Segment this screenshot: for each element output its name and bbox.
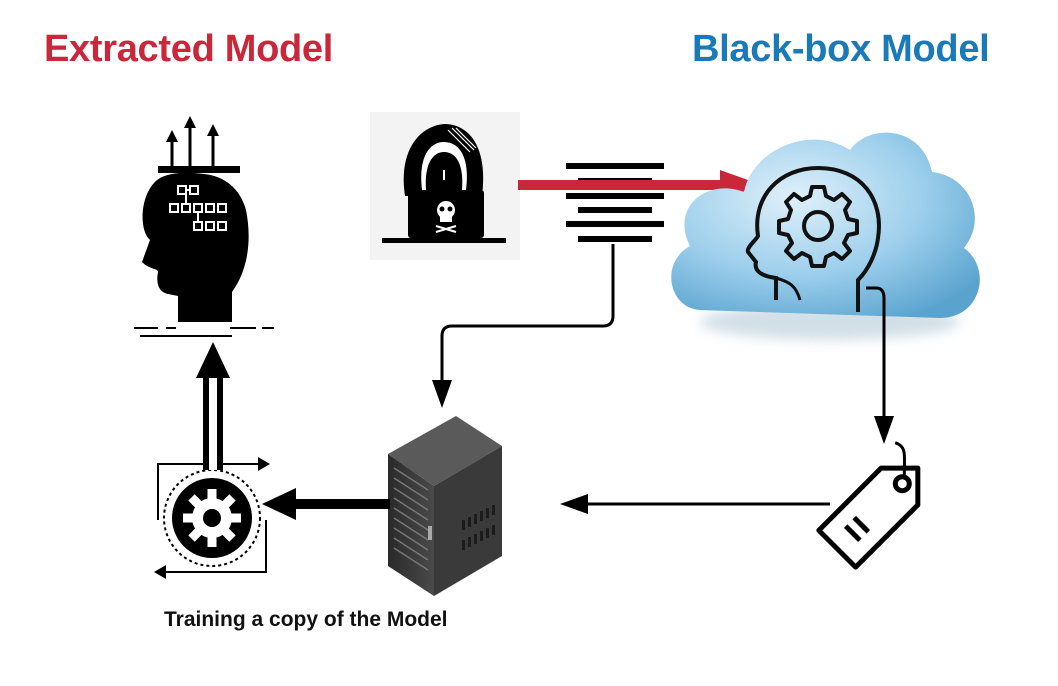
blackbox-model-title: Black-box Model (692, 28, 990, 70)
training-gear-icon (154, 457, 270, 579)
cloud-to-label-arrow (866, 286, 886, 420)
extracted-model-title: Extracted Model (44, 28, 334, 70)
label-tag-icon (816, 441, 921, 570)
server-icon (388, 416, 502, 596)
query-to-server-arrow (440, 244, 615, 384)
query-stack-icon (566, 163, 664, 242)
training-caption: Training a copy of the Model (164, 608, 448, 631)
hacker-icon (370, 112, 520, 260)
label-to-server-arrow (560, 494, 830, 514)
extracted-model-head-icon (134, 116, 274, 337)
server-to-training-arrow (262, 488, 390, 520)
cloud-model-icon (671, 132, 980, 340)
training-to-extracted-arrow (196, 342, 230, 470)
